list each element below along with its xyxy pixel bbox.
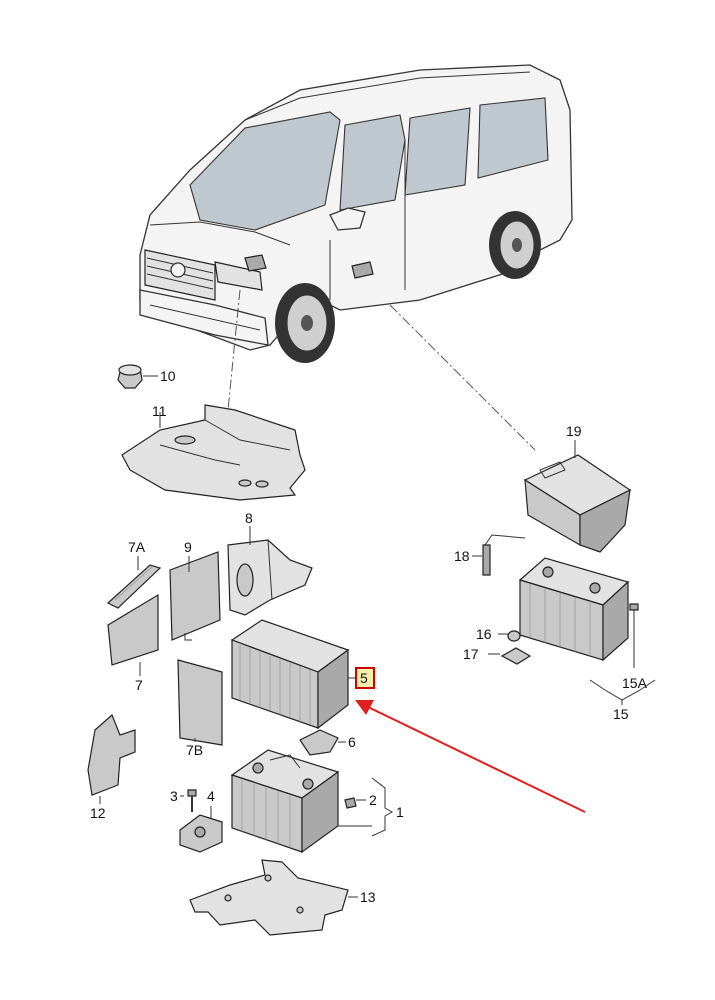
part-15a-screw — [629, 603, 639, 668]
part-10-clip — [117, 364, 158, 389]
label-3[interactable]: 3 — [170, 788, 178, 804]
label-16[interactable]: 16 — [476, 626, 492, 642]
part-4-holder — [179, 806, 223, 853]
rear-wheel — [489, 211, 541, 279]
label-15[interactable]: 15 — [613, 706, 629, 722]
battery-housing-hatching — [239, 645, 311, 725]
label-10[interactable]: 10 — [160, 368, 176, 384]
part-17-clamp — [488, 647, 532, 665]
label-4[interactable]: 4 — [207, 788, 215, 804]
label-19[interactable]: 19 — [566, 423, 582, 439]
part-6-clamp — [299, 729, 346, 756]
pointer-arrow — [355, 700, 586, 813]
part-8-bracket — [227, 526, 313, 616]
label-8[interactable]: 8 — [245, 510, 253, 526]
part-7a-strip — [106, 556, 162, 609]
label-12[interactable]: 12 — [90, 805, 106, 821]
part-16-nut — [498, 630, 521, 642]
label-9[interactable]: 9 — [184, 539, 192, 555]
label-7[interactable]: 7 — [135, 677, 143, 693]
battery-hatching — [241, 780, 291, 848]
label-7a[interactable]: 7A — [128, 539, 146, 555]
label-15a[interactable]: 15A — [622, 675, 648, 691]
part-1-battery — [230, 749, 340, 854]
label-2[interactable]: 2 — [369, 792, 377, 808]
part-13-tray — [189, 859, 358, 936]
label-5[interactable]: 5 — [360, 670, 368, 686]
part-15-battery — [518, 557, 630, 662]
side-location-marker — [351, 261, 374, 279]
part-7b-panel — [177, 659, 223, 746]
part-11-cover — [121, 404, 306, 501]
highlight-box-part-5 — [355, 667, 375, 689]
front-location-marker — [244, 254, 267, 272]
label-11[interactable]: 11 — [152, 403, 167, 419]
part-3-bolt — [180, 789, 197, 812]
bracket-1 — [371, 777, 394, 837]
label-6[interactable]: 6 — [348, 734, 356, 750]
front-wheel — [275, 283, 335, 363]
part-labels: 10 11 7A 9 8 7 5 7B 6 3 4 2 1 12 13 19 1… — [90, 368, 648, 905]
label-17[interactable]: 17 — [463, 646, 479, 662]
part-18-cable — [472, 534, 526, 576]
label-18[interactable]: 18 — [454, 548, 470, 564]
label-13[interactable]: 13 — [360, 889, 376, 905]
right-battery-hatching — [529, 584, 591, 656]
label-7b[interactable]: 7B — [186, 742, 203, 758]
van-illustration — [139, 64, 573, 363]
part-19-cover — [523, 440, 632, 553]
label-1[interactable]: 1 — [396, 804, 404, 820]
part-9-panel — [169, 551, 221, 641]
part-12-bracket — [87, 713, 136, 804]
part-5-battery-housing — [230, 619, 356, 730]
part-2-screw — [344, 797, 366, 809]
part-7-pad — [107, 593, 159, 676]
